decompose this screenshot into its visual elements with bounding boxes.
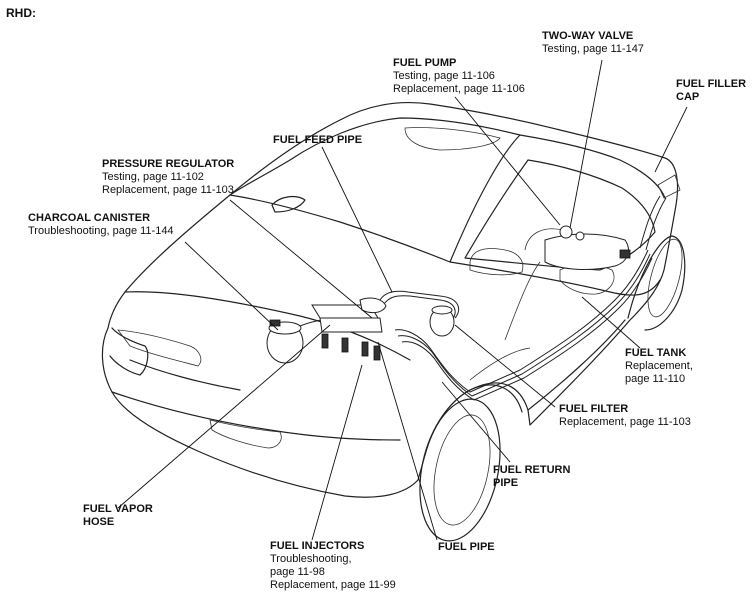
label-line: Replacement, page 11-106 — [393, 83, 525, 95]
label-line: PIPE — [493, 477, 519, 489]
label-title: FUEL RETURN — [493, 464, 571, 476]
label-fuel-pipe: FUEL PIPE — [438, 541, 495, 554]
label-line: Troubleshooting, — [270, 553, 352, 565]
label-title: FUEL VAPOR — [83, 503, 153, 515]
leader-lines — [117, 59, 688, 541]
label-line: HOSE — [83, 516, 115, 528]
leader-fuel-feed-pipe — [321, 146, 393, 293]
charcoal-canister-part — [266, 317, 346, 364]
leader-fuel-pump — [454, 96, 561, 226]
label-fuel-return-pipe: FUEL RETURN PIPE — [493, 464, 570, 490]
label-pressure-regulator: PRESSURE REGULATOR Testing, page 11-102 … — [102, 158, 234, 197]
label-fuel-pump: FUEL PUMP Testing, page 11-106 Replaceme… — [393, 57, 525, 96]
label-title: FUEL TANK — [625, 347, 687, 359]
leader-two-way-valve — [569, 59, 603, 229]
fuel-components — [266, 225, 631, 364]
label-line: Replacement, page 11-103 — [102, 184, 234, 196]
label-title: FUEL INJECTORS — [270, 540, 365, 552]
leader-fuel-filter — [454, 324, 556, 408]
label-fuel-vapor-hose: FUEL VAPOR HOSE — [83, 503, 153, 529]
label-fuel-feed-pipe: FUEL FEED PIPE — [273, 134, 362, 147]
label-title: FUEL PIPE — [438, 541, 495, 553]
leader-pressure-regulator — [229, 199, 373, 319]
fuel-rail-part — [311, 297, 387, 361]
label-title: FUEL PUMP — [393, 57, 457, 69]
label-line: Replacement, page 11-103 — [559, 416, 691, 428]
label-title: FUEL FILLER — [676, 78, 747, 90]
label-line: Testing, page 11-147 — [542, 43, 644, 55]
label-line: CAP — [676, 91, 700, 103]
label-fuel-injectors: FUEL INJECTORS Troubleshooting, page 11-… — [270, 540, 396, 592]
label-fuel-filler-cap: FUEL FILLER CAP — [676, 78, 746, 104]
leader-fuel-filler-cap — [654, 106, 688, 173]
fuel-tank-part — [544, 225, 631, 270]
leader-fuel-vapor-hose — [117, 324, 331, 509]
leader-fuel-return-pipe — [441, 381, 511, 463]
label-line: Troubleshooting, page 11-144 — [28, 225, 174, 237]
fuel-filter-part — [429, 305, 455, 337]
label-line: Replacement, — [625, 360, 693, 372]
label-line: Replacement, page 11-99 — [270, 579, 396, 591]
label-title: FUEL FEED PIPE — [273, 134, 363, 146]
label-fuel-filter: FUEL FILTER Replacement, page 11-103 — [559, 403, 691, 429]
label-title: PRESSURE REGULATOR — [102, 158, 235, 170]
label-title: FUEL FILTER — [559, 403, 629, 415]
label-charcoal-canister: CHARCOAL CANISTER Troubleshooting, page … — [28, 212, 174, 238]
fuel-lines — [379, 195, 667, 401]
label-fuel-tank: FUEL TANK Replacement, page 11-110 — [625, 347, 693, 386]
label-title: TWO-WAY VALVE — [542, 30, 634, 42]
label-two-way-valve: TWO-WAY VALVE Testing, page 11-147 — [542, 30, 644, 56]
label-title: CHARCOAL CANISTER — [28, 212, 151, 224]
label-line: page 11-98 — [270, 566, 325, 578]
label-line: Testing, page 11-106 — [393, 70, 495, 82]
leader-fuel-tank — [581, 296, 641, 349]
view-label: RHD: — [6, 6, 36, 20]
leader-fuel-injectors — [311, 364, 363, 541]
label-line: Testing, page 11-102 — [102, 171, 204, 183]
leader-fuel-pipe — [377, 341, 438, 541]
label-line: page 11-110 — [625, 373, 686, 385]
leader-charcoal-canister — [184, 241, 279, 331]
